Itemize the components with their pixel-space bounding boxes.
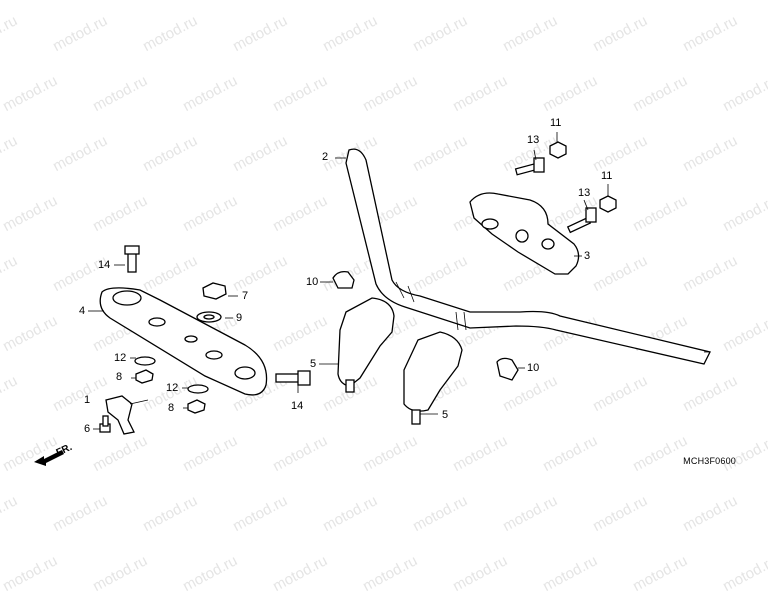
bracket-1 [105, 395, 149, 435]
callout-11-top: 11 [550, 117, 562, 129]
holder-3 [469, 192, 580, 275]
callout-14-lower: 14 [291, 400, 304, 412]
callout-13-top: 13 [527, 134, 540, 146]
lower-holder-5-right [403, 331, 463, 425]
callout-3: 3 [584, 250, 591, 262]
nut-8-a [135, 369, 154, 384]
callout-5-right: 5 [442, 409, 449, 421]
washer-9 [196, 311, 222, 323]
callout-11-right: 11 [601, 170, 613, 182]
bolt-13-right [566, 207, 597, 234]
bolt-14-top [124, 245, 140, 273]
callout-8-a: 8 [116, 371, 123, 383]
callout-9: 9 [236, 312, 243, 324]
callout-7: 7 [242, 290, 249, 302]
diagram-code: MCH3F0600 [683, 456, 736, 466]
callout-4: 4 [79, 305, 86, 317]
callout-12-b: 12 [166, 382, 179, 394]
callout-1: 1 [84, 394, 91, 406]
washer-12-b [187, 384, 209, 394]
nut-11-right [599, 195, 617, 213]
nut-11-top [549, 141, 567, 159]
leader-lines [88, 132, 609, 430]
callout-10-left: 10 [306, 276, 319, 288]
callout-2: 2 [322, 151, 329, 163]
callout-5-left: 5 [310, 358, 317, 370]
bolt-13-top [514, 157, 545, 176]
parts-diagram: FR. [34, 132, 711, 466]
clip-10-left [332, 270, 355, 289]
lower-holder-5-left [337, 297, 395, 393]
handlebar [345, 148, 711, 365]
callout-8-b: 8 [168, 402, 175, 414]
nut-8-b [187, 399, 206, 414]
svg-text:FR.: FR. [55, 442, 74, 459]
front-arrow: FR. [34, 442, 74, 466]
callout-13-right: 13 [578, 187, 591, 199]
bolt-6 [99, 415, 111, 433]
callout-14-top: 14 [98, 259, 111, 271]
callout-6: 6 [84, 423, 91, 435]
callout-10-right: 10 [527, 362, 540, 374]
clip-10-right [496, 357, 519, 381]
nut-7 [202, 282, 227, 300]
callout-12-a: 12 [114, 352, 127, 364]
bolt-14-lower [275, 370, 311, 386]
upper-holder [99, 287, 268, 396]
washer-12-a [134, 356, 156, 366]
